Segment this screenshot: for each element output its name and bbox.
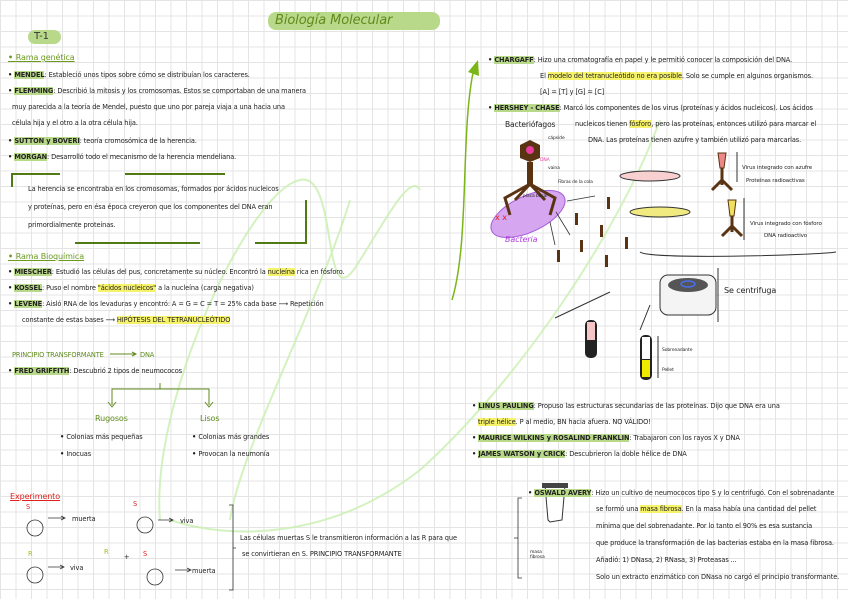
box-line-3: primordialmente proteínas. xyxy=(28,221,116,229)
levene-cont: constante de estas bases ⟶ HIPÓTESIS DEL… xyxy=(22,316,231,324)
label-r-2: R xyxy=(104,548,109,556)
label-capside: cápside xyxy=(548,136,565,141)
heading-rama-bioquimica: Rama Bioquímica xyxy=(8,252,84,261)
heading-experimento: Experimento xyxy=(10,492,61,501)
box-line-1: La herencia se encontraba en los cromoso… xyxy=(28,185,279,193)
avery-line-5: Añadió: 1) DNasa, 2) RNasa, 3) Proteasas… xyxy=(596,556,737,564)
heading-rama-genetica: Rama genética xyxy=(8,53,75,62)
experiment-drawings xyxy=(26,497,522,591)
result-3: viva xyxy=(70,564,84,572)
item-miescher: MIESCHER: Estudió las células del pus, c… xyxy=(8,268,345,276)
phage-drawings: x x xyxy=(490,140,837,523)
virus-azufre-2: Proteínas radioactivas xyxy=(746,178,805,184)
label-bacteria: Bacteria xyxy=(505,235,538,244)
box-line-2: y proteínas, pero en ésa época creyeron … xyxy=(28,203,273,211)
result-1: muerta xyxy=(72,515,96,523)
conclusion-1: Las células muertas S le transmitieron i… xyxy=(240,534,457,542)
rugosos-label: Rugosos xyxy=(95,414,128,423)
lisos-item-1: Colonias más grandes xyxy=(192,433,269,441)
arrowhead-icon xyxy=(468,60,479,76)
note-box xyxy=(11,173,307,244)
item-hershey-chase: HERSHEY - CHASE: Marcó los componentes d… xyxy=(488,104,813,112)
item-oswald-avery: OSWALD AVERY: Hizo un cultivo de neumoco… xyxy=(528,489,834,497)
label-vaina: vaina xyxy=(548,166,560,171)
avery-line-2: se formó una masa fibrosa. En la masa ha… xyxy=(596,505,817,513)
chargaff-line-2: El modelo del tetranucleótido no era pos… xyxy=(540,72,813,80)
avery-line-4: que produce la transformación de las bac… xyxy=(596,539,834,547)
bacteriofagos-label: Bacteriófagos xyxy=(505,120,556,129)
item-flemming: FLEMMING: Describió la mitosis y los cro… xyxy=(8,87,306,95)
griffith-tree xyxy=(107,351,214,408)
heading-principio-transformante: PRINCIPIO TRANSFORMANTE xyxy=(12,351,104,359)
hershey-line-2: nucleicos tienen fósforo, pero las prote… xyxy=(575,120,817,128)
pauling-cont: triple hélice. P al medio, BN hacia afue… xyxy=(478,418,651,426)
label-dna: DNA xyxy=(540,158,550,163)
label-r-1: R xyxy=(28,550,33,558)
result-2: viva xyxy=(180,517,194,525)
lisos-item-2: Provocan la neumonía xyxy=(192,450,269,458)
virus-fosforo-1: Virus integrado con fósforo xyxy=(750,221,822,227)
flemming-cont-2: célula hija y el otro a la otra célula h… xyxy=(12,119,138,127)
page-title: Biología Molecular xyxy=(275,13,393,28)
item-mendel: MENDEL: Estableció unos tipos sobre cómo… xyxy=(8,71,250,79)
item-morgan: MORGAN: Desarrolló todo el mecanismo de … xyxy=(8,153,236,161)
item-sutton-boveri: SUTTON y BOVERI: teoría cromosómica de l… xyxy=(8,137,197,145)
item-watson-crick: JAMES WATSON y CRICK: Descubrieron la do… xyxy=(472,450,687,458)
topic-label: T-1 xyxy=(34,31,49,42)
avery-line-6: Solo un extracto enzimático con DNasa no… xyxy=(596,573,840,581)
label-masa-fibrosa: masa fibrosa xyxy=(530,550,545,560)
chargaff-colon: : xyxy=(533,56,538,64)
svg-text:x x: x x xyxy=(495,213,507,222)
title-highlight xyxy=(268,12,440,30)
topic-pill xyxy=(28,30,61,44)
item-griffith: FRED GRIFFITH: Descubrió 2 tipos de neum… xyxy=(8,367,182,375)
label-s-2: S xyxy=(133,500,138,508)
virus-azufre-1: Virus integrado con azufre xyxy=(742,165,813,171)
label-s-3: S xyxy=(143,550,148,558)
chargaff-line-3: [A] = [T] y [G] = [C] xyxy=(540,88,605,96)
label-fibras: Fibras de la cola xyxy=(558,180,593,185)
item-kossel: KOSSEL: Puso el nombre "ácidos nucleicos… xyxy=(8,284,254,292)
label-pellet: Pellet xyxy=(662,368,674,373)
item-chargaff: CHARGAFF: Hizo una cromatografía en pape… xyxy=(488,56,792,64)
flemming-cont-1: muy parecida a la teoría de Mendel, pues… xyxy=(12,103,285,111)
transformante-target: DNA xyxy=(140,351,155,359)
item-wilkins-franklin: MAURICE WILKINS y ROSALIND FRANKLIN: Tra… xyxy=(472,434,740,442)
centrifuga-label: Se centrifuga xyxy=(724,286,777,295)
lisos-label: Lisos xyxy=(200,414,220,423)
long-arrow xyxy=(451,67,475,301)
item-linus-pauling: LINUS PAULING: Propuso las estructuras s… xyxy=(472,402,780,410)
virus-fosforo-2: DNA radioactivo xyxy=(764,233,808,239)
label-sobrenadante: Sobrenadante xyxy=(662,348,693,353)
result-4: muerta xyxy=(192,567,216,575)
avery-line-3: mínima que del sobrenadante. Por lo tant… xyxy=(596,522,813,530)
rugosos-item-2: Inocuas xyxy=(60,450,91,458)
watermark xyxy=(158,119,661,533)
hershey-line-3: DNA. Las proteínas tienen azufre y tambi… xyxy=(588,136,802,144)
label-s-1: S xyxy=(26,503,31,511)
conclusion-2: se convirtieran en S. PRINCIPIO TRANSFOR… xyxy=(242,550,402,558)
label-plus: + xyxy=(124,553,130,561)
label-placa-basal: placa basal xyxy=(523,194,548,199)
rugosos-item-1: Colonias más pequeñas xyxy=(60,433,142,441)
item-levene: LEVENE: Aisló RNA de los levaduras y enc… xyxy=(8,300,324,308)
